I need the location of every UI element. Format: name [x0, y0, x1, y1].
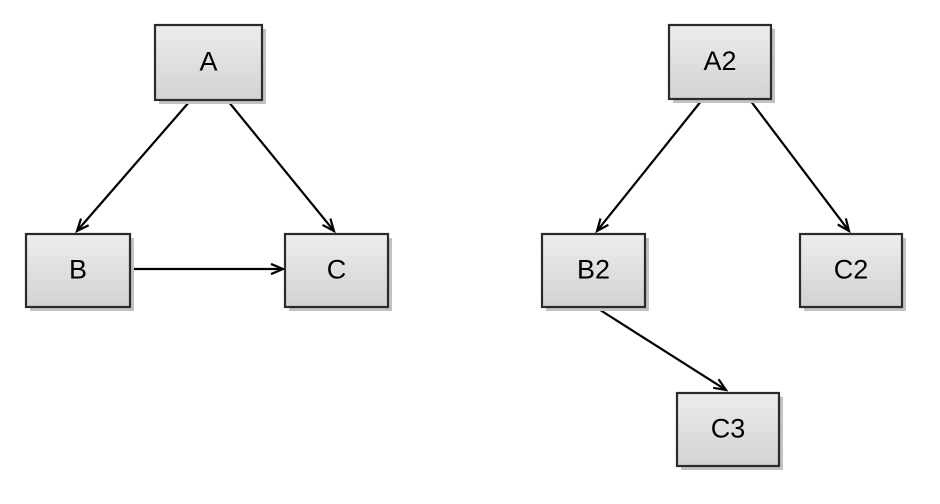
node-label: A [199, 47, 217, 77]
node-box[interactable] [540, 232, 647, 309]
arrowhead-icon [321, 218, 336, 234]
node-box[interactable] [24, 232, 132, 309]
edges-layer [75, 99, 851, 392]
arrowhead-icon [595, 218, 609, 234]
arrowhead-icon [712, 378, 729, 392]
edge-shaft [76, 100, 191, 231]
node-label: C3 [711, 414, 746, 444]
node-a[interactable]: A [153, 23, 266, 104]
edge-shaft [596, 307, 726, 391]
node-label: B2 [577, 255, 610, 285]
node-c[interactable]: C [283, 232, 392, 311]
graph-right-edges [595, 99, 851, 392]
edge-a-to-b[interactable] [75, 100, 191, 234]
edge-b2-to-c3[interactable] [596, 307, 729, 392]
node-a2[interactable]: A2 [667, 23, 775, 103]
node-box[interactable] [798, 232, 904, 309]
edge-a2-to-b2[interactable] [595, 99, 703, 234]
node-c3[interactable]: C3 [675, 391, 783, 470]
node-b[interactable]: B [24, 232, 134, 311]
node-b2[interactable]: B2 [540, 232, 649, 311]
edge-b-to-c[interactable] [131, 262, 286, 276]
node-label: A2 [703, 46, 736, 76]
node-box[interactable] [153, 23, 264, 102]
edge-a-to-c[interactable] [227, 100, 336, 234]
node-box[interactable] [283, 232, 390, 309]
node-c2[interactable]: C2 [798, 232, 906, 311]
node-box[interactable] [675, 391, 781, 468]
graph-left-nodes: A B C [24, 23, 392, 311]
node-label: B [69, 255, 87, 285]
arrowhead-icon [270, 262, 286, 276]
edge-shaft [596, 99, 703, 231]
edge-shaft [749, 99, 850, 231]
edge-shaft [227, 100, 335, 231]
edge-a2-to-c2[interactable] [749, 99, 851, 234]
node-box[interactable] [667, 23, 773, 101]
node-label: C2 [834, 255, 869, 285]
arrowhead-icon [75, 218, 90, 234]
node-label: C [327, 255, 347, 285]
graph-left-edges [75, 100, 336, 276]
arrowhead-icon [837, 218, 851, 234]
